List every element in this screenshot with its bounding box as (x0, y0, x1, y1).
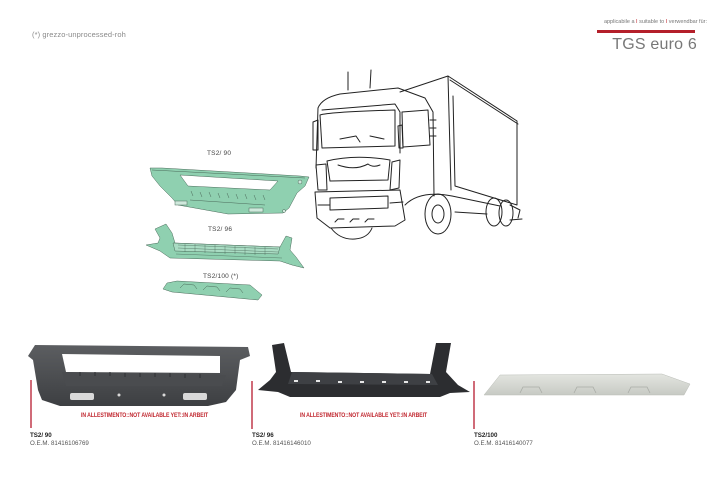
product-code: TS2/ 96 (252, 432, 274, 439)
separator-line (473, 381, 475, 429)
separator: I (665, 19, 668, 25)
oem-number: O.E.M. 81416140077 (474, 440, 533, 447)
availability-status-ts2-90: IN ALLESTIMENTO::NOT AVAILABLE YET::IN A… (81, 412, 209, 419)
product-code: TS2/100 (474, 432, 498, 439)
product-caption-ts2-90: TS2/ 90 O.E.M. 81416106769 (30, 432, 89, 447)
diagram-label-ts2-100: TS2/100 (*) (203, 273, 239, 280)
product-caption-ts2-100: TS2/100 O.E.M. 81416140077 (474, 432, 533, 447)
availability-status-ts2-96: IN ALLESTIMENTO::NOT AVAILABLE YET::IN A… (300, 412, 428, 419)
applicable-en: suitable to (639, 19, 665, 25)
product-caption-ts2-96: TS2/ 96 O.E.M. 81416146010 (252, 432, 311, 447)
separator: I (636, 19, 638, 25)
unprocessed-note: (*) grezzo-unprocessed-roh (32, 30, 126, 39)
oem-number: O.E.M. 81416146010 (252, 440, 311, 447)
accent-bar (597, 30, 695, 33)
applicability-line: applicabile a I suitable to I verwendbar… (604, 19, 707, 25)
oem-number: O.E.M. 81416106769 (30, 440, 89, 447)
applicable-de: verwendbar für: (668, 19, 707, 25)
model-title: TGS euro 6 (612, 36, 697, 53)
applicable-it: applicabile a (603, 19, 635, 25)
separator-line (30, 380, 32, 428)
diagram-label-ts2-96: TS2/ 96 (208, 226, 233, 233)
diagram-label-ts2-90: TS2/ 90 (207, 150, 232, 157)
separator-line (251, 381, 253, 429)
product-code: TS2/ 90 (30, 432, 52, 439)
